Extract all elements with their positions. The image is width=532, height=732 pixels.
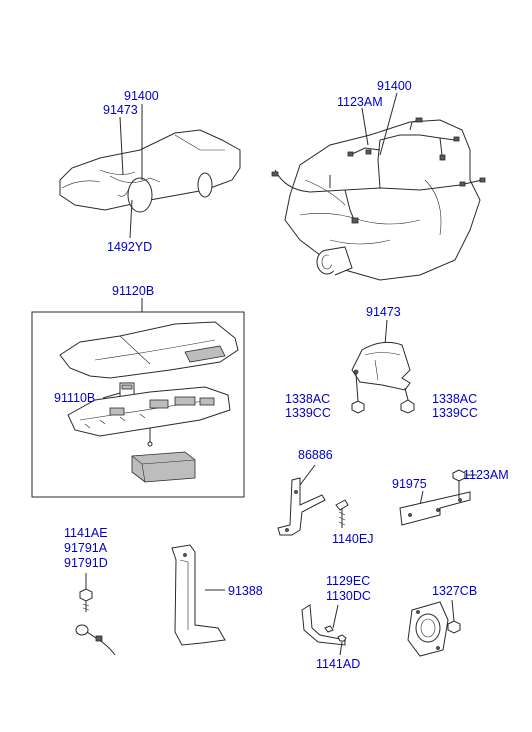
- engine-assembly: [284, 119, 481, 281]
- label-bracket-a[interactable]: 86886: [298, 448, 333, 462]
- ground-bolt: [75, 573, 116, 656]
- label-ground-b[interactable]: 91791A: [64, 541, 108, 555]
- label-car-clip[interactable]: 91473: [103, 103, 138, 117]
- label-ground-a[interactable]: 1141AE: [64, 526, 108, 540]
- label-engine-harness[interactable]: 91400: [377, 79, 412, 93]
- label-grommet[interactable]: 1327CB: [432, 584, 478, 598]
- vehicle-silhouette: [59, 129, 241, 213]
- bracket-91975: [399, 469, 477, 526]
- label-bracket-c[interactable]: 91388: [228, 584, 263, 598]
- protector-part: [351, 319, 415, 414]
- label-clip-b[interactable]: 1130DC: [326, 589, 371, 603]
- label-junction-box[interactable]: 91120B: [112, 284, 155, 298]
- engine-leader-lines: [361, 92, 398, 156]
- car-leader-lines: [119, 104, 143, 239]
- label-nut-left-b[interactable]: 1339CC: [285, 406, 331, 420]
- label-fuse-relay[interactable]: 91110B: [54, 391, 96, 405]
- label-bracket-a-bolt[interactable]: 1140EJ: [332, 532, 374, 546]
- label-protector[interactable]: 91473: [366, 305, 401, 319]
- label-nut-right-a[interactable]: 1338AC: [432, 392, 478, 406]
- label-nut-right-b[interactable]: 1339CC: [432, 406, 478, 420]
- label-bracket-b-bolt[interactable]: 1123AM: [463, 468, 509, 482]
- label-car-grommet[interactable]: 1492YD: [107, 240, 153, 254]
- clip-assembly: [301, 604, 347, 656]
- label-bracket-b[interactable]: 91975: [392, 477, 427, 491]
- bracket-91388: [171, 544, 226, 646]
- label-clip-screw[interactable]: 1141AD: [316, 657, 361, 671]
- label-nut-left-a[interactable]: 1338AC: [285, 392, 331, 406]
- engine-wiring-harness: [271, 117, 486, 224]
- label-ground-c[interactable]: 91791D: [64, 556, 108, 570]
- junction-box-group: [31, 298, 245, 498]
- label-engine-bolt[interactable]: 1123AM: [337, 95, 383, 109]
- grommet-part: [407, 599, 461, 657]
- label-car-harness[interactable]: 91400: [124, 89, 159, 103]
- bracket-86886: [277, 464, 349, 536]
- label-clip-a[interactable]: 1129EC: [326, 574, 371, 588]
